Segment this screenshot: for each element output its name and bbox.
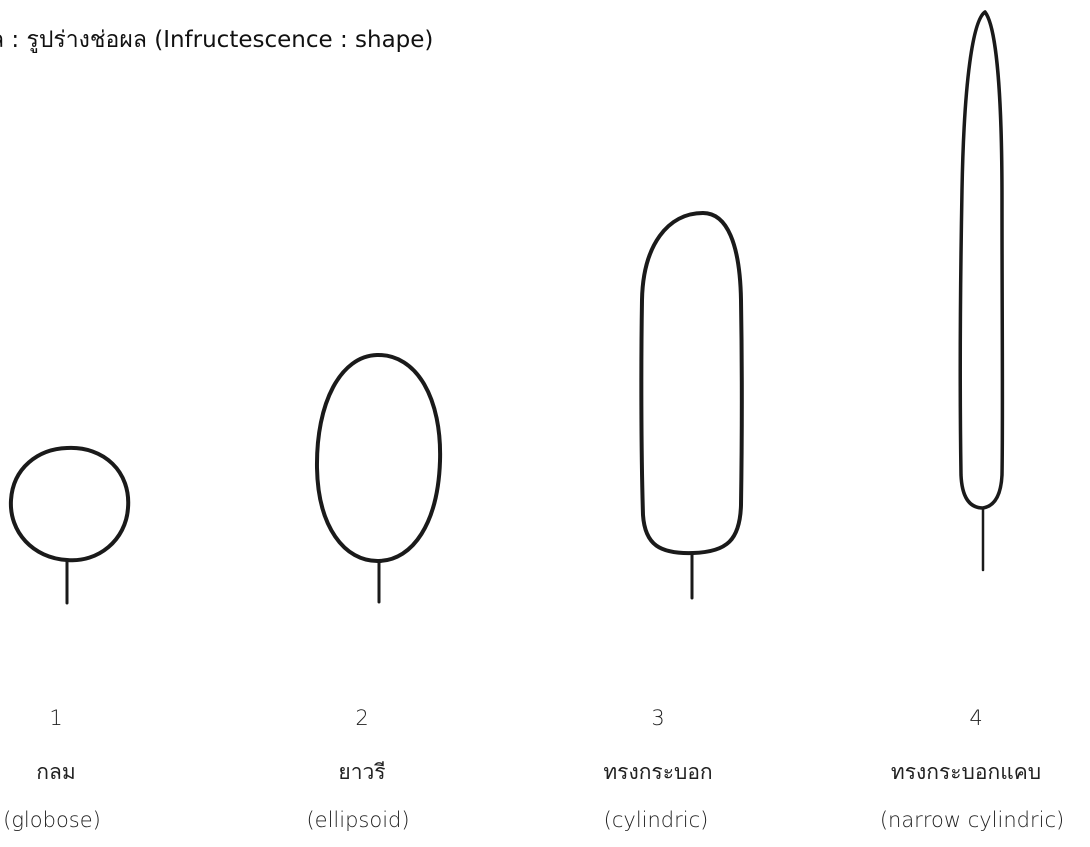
shape-1-number: 1 (49, 706, 62, 730)
ellipsoid-shape (317, 355, 440, 602)
cylindric-shape (641, 213, 741, 598)
shape-1-thai-label: กลม (36, 756, 75, 789)
shape-3-number: 3 (651, 706, 664, 730)
narrow-cylindric-head (960, 12, 1002, 508)
shape-3-english-label: (cylindric) (604, 808, 709, 832)
shape-2-thai-label: ยาวรี (338, 756, 385, 789)
shape-4-number: 4 (969, 706, 982, 730)
ellipsoid-head (317, 355, 440, 561)
narrow-cylindric-shape (960, 12, 1002, 570)
globose-head (11, 448, 128, 560)
shape-4-english-label: (narrow cylindric) (880, 808, 1064, 832)
shape-2-english-label: (ellipsoid) (306, 808, 409, 832)
shape-4-thai-label: ทรงกระบอกแคบ (891, 756, 1041, 789)
cylindric-head (641, 213, 741, 553)
shape-2-number: 2 (355, 706, 368, 730)
shape-1-english-label: (globose) (3, 808, 101, 832)
globose-shape (11, 448, 128, 603)
shape-3-thai-label: ทรงกระบอก (603, 756, 712, 789)
